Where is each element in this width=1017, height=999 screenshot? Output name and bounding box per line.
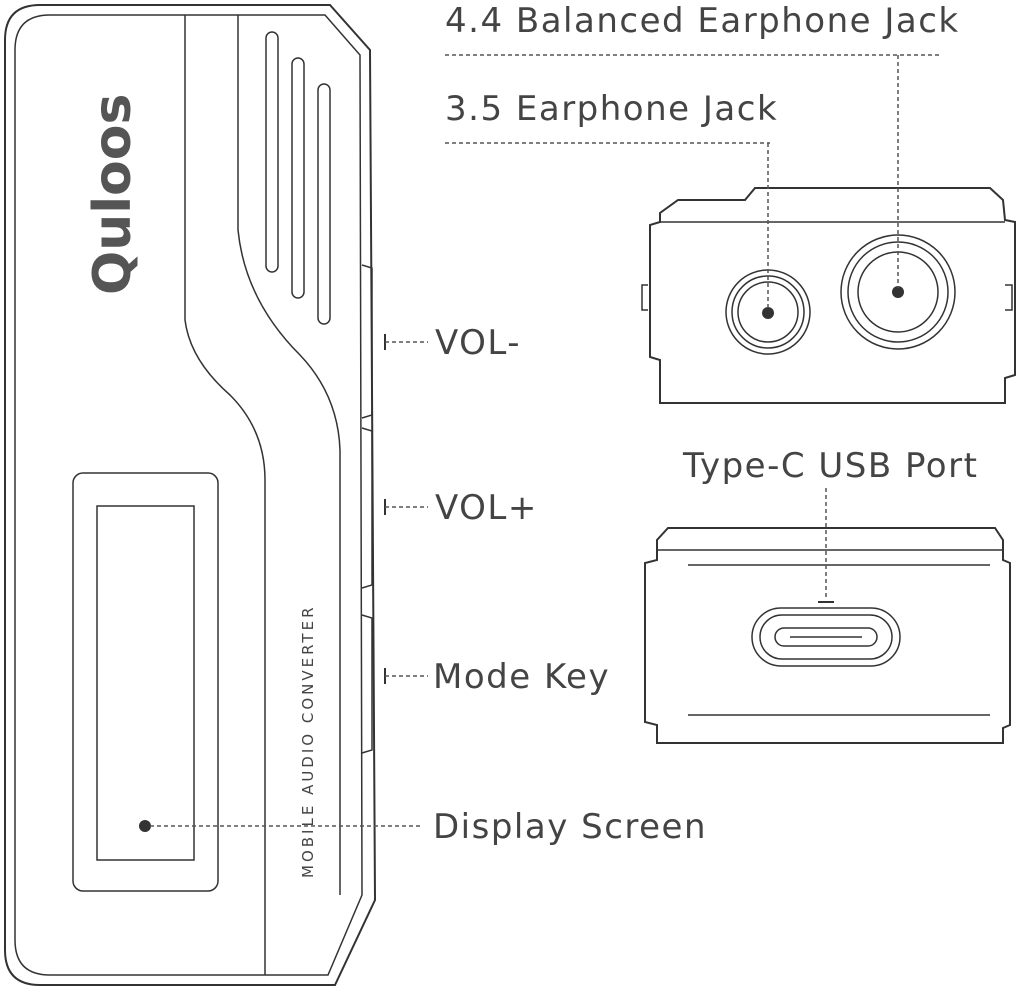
display-screen — [96, 505, 195, 861]
vent-slot — [291, 57, 305, 299]
vent-slot — [317, 83, 331, 325]
label-display-screen: Display Screen — [433, 807, 707, 847]
vent-slot — [265, 31, 279, 273]
top-view — [641, 187, 1016, 404]
label-balanced-jack: 4.4 Balanced Earphone Jack — [445, 1, 960, 41]
callout-usb-port: Type-C USB Port — [682, 446, 978, 603]
label-vol-minus: VOL- — [435, 323, 521, 363]
callout-balanced-jack: 4.4 Balanced Earphone Jack — [445, 1, 960, 288]
display-frame — [72, 472, 219, 892]
device-body: Quloos MOBILE AUDIO CONVERTER — [4, 4, 377, 986]
callout-display-screen: Display Screen — [139, 807, 707, 847]
product-name: MOBILE AUDIO CONVERTER — [299, 605, 317, 879]
label-usb-port: Type-C USB Port — [682, 446, 978, 486]
callout-vol-plus: VOL+ — [384, 488, 538, 528]
usb-c-port — [751, 607, 901, 667]
balanced-jack-4-4 — [840, 234, 956, 350]
label-vol-plus: VOL+ — [435, 488, 538, 528]
callout-vol-minus: VOL- — [384, 323, 521, 363]
label-earphone-jack: 3.5 Earphone Jack — [445, 89, 778, 129]
brand-logo: Quloos — [83, 94, 143, 295]
callout-earphone-jack: 3.5 Earphone Jack — [445, 89, 778, 308]
callout-mode-key: Mode Key — [384, 657, 610, 697]
bottom-view — [644, 527, 1011, 744]
label-mode-key: Mode Key — [433, 657, 610, 697]
